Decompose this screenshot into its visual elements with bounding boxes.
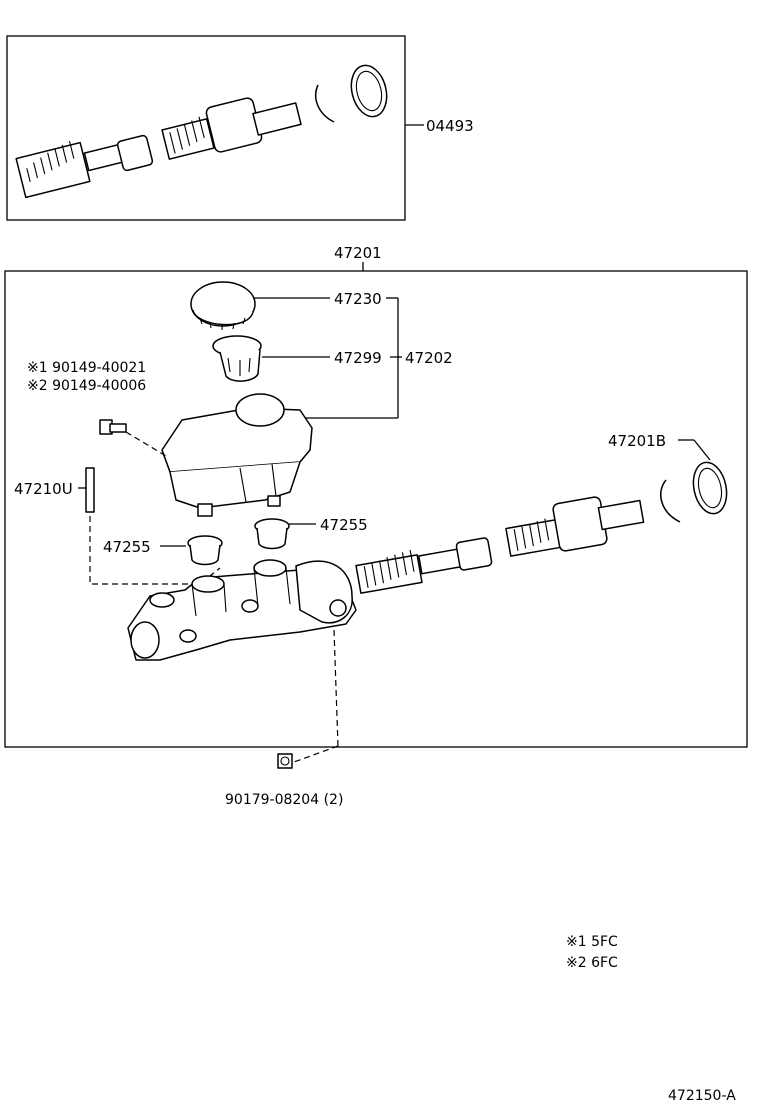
seal-ring-top-inner [355,70,383,112]
seal-ring-top-outer [350,64,388,118]
label-grommet-right: 47255 [320,516,368,534]
mounting-nut [277,753,293,769]
label-cap: 47230 [334,290,382,308]
primary-piston-right [552,496,645,552]
kit-box [6,35,406,221]
nut-guide-diagonal [293,745,339,763]
label-strainer: 47299 [334,349,382,367]
snap-ring-right [660,479,681,523]
reservoir-tank [161,393,313,517]
snap-ring-top [314,84,335,123]
master-cylinder-body [127,559,357,661]
grommet-right [254,518,290,550]
reservoir-bolt [99,419,127,435]
note-1: ※1 5FC [566,934,618,950]
reservoir-cap [190,281,256,330]
label-bolt-2: ※2 90149-40006 [27,378,146,394]
primary-piston-spring-top [161,116,215,160]
secondary-piston-spring-right [355,549,423,594]
grommet-left [187,535,223,566]
reservoir-strainer [212,335,262,382]
seal-ring-right-inner [697,467,723,509]
reservoir-pin [85,467,95,513]
primary-piston-spring-right [505,518,561,557]
figure-id: 472150-A [668,1088,736,1104]
label-kit: 04493 [426,117,474,135]
secondary-piston-top [83,134,154,172]
primary-piston-top [205,97,302,153]
assembly-box [4,270,748,748]
label-assembly: 47201 [334,244,382,262]
label-kit-right: 47201B [608,432,666,450]
secondary-piston-right [418,537,493,575]
label-grommet-left: 47255 [103,538,151,556]
nut-guide-vertical [333,629,339,747]
secondary-piston-spring-top [15,141,91,199]
bolt-guide [125,431,167,457]
seal-ring-right-outer [692,461,728,515]
label-bolt-1: ※1 90149-40021 [27,360,146,376]
label-nut: 90179-08204 (2) [225,792,343,808]
note-2: ※2 6FC [566,955,618,971]
label-reservoir: 47202 [405,349,453,367]
label-pin: 47210U [14,480,73,498]
